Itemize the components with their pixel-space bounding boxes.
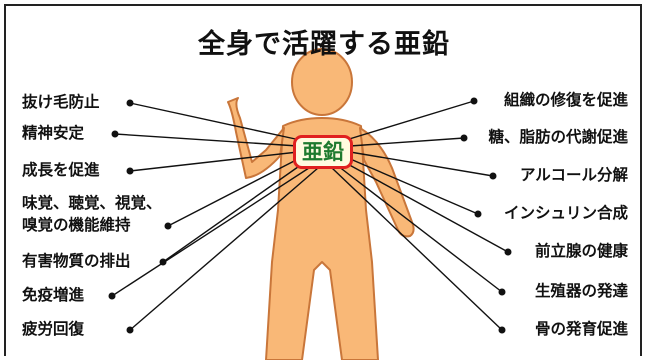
- connector-lines-left: [111, 102, 319, 331]
- connector-lines-right: [331, 100, 509, 331]
- label-immunity-boost: 免疫増進: [22, 286, 85, 304]
- connector-dots: [108, 97, 512, 334]
- human-silhouette: [227, 48, 415, 360]
- label-metabolism: 糖、脂肪の代謝促進: [488, 128, 628, 146]
- label-mental-stability: 精神安定: [22, 124, 85, 142]
- label-alcohol-breakdown: アルコール分解: [519, 166, 628, 184]
- label-tissue-repair: 組織の修復を促進: [503, 91, 628, 109]
- label-hair-loss-prevention: 抜け毛防止: [22, 93, 100, 111]
- label-insulin-synthesis: インシュリン合成: [503, 204, 628, 222]
- zinc-center-label: 亜鉛: [293, 135, 353, 169]
- label-senses-line2: 嗅覚の機能維持: [22, 216, 131, 234]
- diagram-title: 全身で活躍する亜鉛: [198, 29, 450, 60]
- label-growth-promotion: 成長を促進: [22, 161, 100, 179]
- label-toxin-excretion: 有害物質の排出: [22, 252, 131, 270]
- label-reproductive-development: 生殖器の発達: [534, 282, 628, 300]
- diagram-frame: [4, 4, 642, 356]
- label-senses-line1: 味覚、聴覚、視覚、: [22, 194, 162, 212]
- label-bone-growth: 骨の発育促進: [534, 320, 628, 338]
- label-fatigue-recovery: 疲労回復: [22, 320, 85, 338]
- label-prostate-health: 前立腺の健康: [534, 242, 628, 260]
